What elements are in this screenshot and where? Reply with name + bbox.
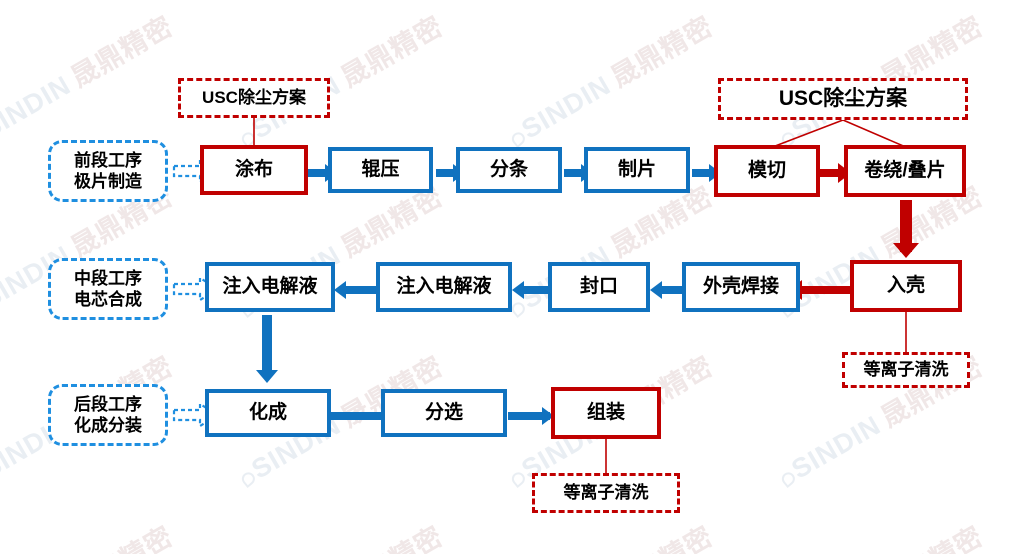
connector-sorting-to-assembly: [508, 412, 550, 420]
stage-label-mid-line2: 电芯合成: [74, 290, 142, 309]
connector-rolling-to-slitting: [436, 169, 458, 177]
connector-electrolyte2-to-electrolyte1: [343, 286, 385, 294]
stage-label-back-end-line1: 后段工序: [74, 394, 142, 414]
watermark-tile: SINDIN晟鼎精密: [0, 10, 179, 145]
callout-plasma-shell[interactable]: 等离子清洗: [842, 352, 970, 388]
callout-usc-coating[interactable]: USC除尘方案: [178, 78, 330, 118]
watermark-tile: SINDIN晟鼎精密: [770, 515, 989, 554]
connector-sealing-to-electrolyte2: [521, 286, 565, 294]
stage-label-mid[interactable]: 中段工序 电芯合成: [48, 258, 168, 320]
stage-label-back-end[interactable]: 后段工序 化成分装: [48, 384, 168, 446]
step-rolling[interactable]: 辊压: [328, 147, 433, 193]
stage-label-front-end-line1: 前段工序: [74, 150, 142, 170]
leader-usc-diecut: [769, 119, 844, 149]
arrowhead-winding-to-shell: [893, 243, 919, 258]
arrowhead-sealing-to-electrolyte2: [512, 281, 524, 299]
step-die-cutting[interactable]: 模切: [714, 145, 820, 197]
step-assembly[interactable]: 组装: [551, 387, 661, 439]
watermark-tile: SINDIN晟鼎精密: [500, 5, 719, 154]
step-sheeting[interactable]: 制片: [584, 147, 690, 193]
stage-label-front-end[interactable]: 前段工序 极片制造: [48, 140, 168, 202]
step-shell-insertion[interactable]: 入壳: [850, 260, 962, 312]
watermark-tile: SINDIN晟鼎精密: [500, 515, 719, 554]
arrowhead-welding-to-sealing: [650, 281, 662, 299]
connector-formation-to-sorting: [330, 412, 388, 420]
step-electrolyte-filling-2[interactable]: 注入电解液: [376, 262, 512, 312]
arrowhead-electrolyte1-to-formation: [256, 370, 278, 383]
callout-plasma-assembly[interactable]: 等离子清洗: [532, 473, 680, 513]
stage-label-back-end-line2: 化成分装: [74, 416, 142, 435]
watermark-tile: SINDIN晟鼎精密: [230, 515, 449, 554]
connector-shell-to-welding: [798, 286, 852, 294]
step-slitting[interactable]: 分条: [456, 147, 562, 193]
leader-usc-winding: [842, 119, 909, 149]
connector-sheeting-to-diecut: [692, 169, 714, 177]
step-winding-stacking[interactable]: 卷绕/叠片: [844, 145, 966, 197]
step-electrolyte-filling-1[interactable]: 注入电解液: [205, 262, 335, 312]
step-shell-welding[interactable]: 外壳焊接: [682, 262, 800, 312]
connector-slitting-to-sheeting: [564, 169, 586, 177]
stage-label-mid-line1: 中段工序: [74, 268, 142, 288]
step-coating[interactable]: 涂布: [200, 145, 308, 195]
stage-label-front-end-line2: 极片制造: [74, 172, 142, 191]
connector-winding-to-shell: [900, 200, 912, 252]
step-sealing[interactable]: 封口: [548, 262, 650, 312]
step-formation[interactable]: 化成: [205, 389, 331, 437]
step-sorting[interactable]: 分选: [381, 389, 507, 437]
watermark-tile: SINDIN晟鼎精密: [0, 515, 179, 554]
arrowhead-electrolyte2-to-electrolyte1: [334, 281, 346, 299]
callout-usc-winding[interactable]: USC除尘方案: [718, 78, 968, 120]
connector-diecut-to-winding: [820, 169, 844, 177]
connector-electrolyte1-to-formation: [262, 315, 272, 377]
connector-coating-to-rolling: [308, 169, 330, 177]
